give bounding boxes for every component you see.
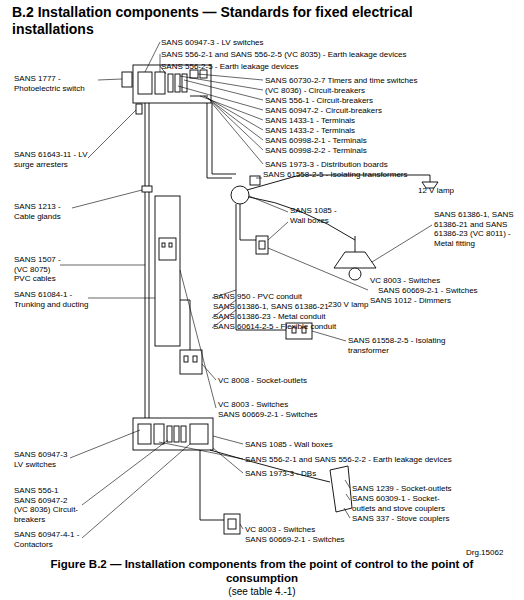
callout-label: SANS 1239 - Socket-outlets <box>352 484 452 494</box>
callout-label: 12 V lamp <box>418 186 454 196</box>
wall-box <box>231 186 249 204</box>
surge-arrester <box>136 104 142 114</box>
conduit <box>207 103 232 178</box>
callout-label: SANS 1777 - Photoelectric switch <box>14 74 104 93</box>
callout-label: SANS 556-2-1 and SANS 556-2-2 - Earth le… <box>245 455 452 465</box>
230v-lamp <box>349 268 361 280</box>
socket-pin <box>162 243 165 247</box>
time-switch <box>190 70 198 78</box>
socket-feed <box>180 300 190 350</box>
switch-rocker <box>228 519 236 529</box>
callout-label: Drg.15062 <box>466 548 503 558</box>
switch-box <box>224 514 240 534</box>
callout-label: SANS 61643-11 - LV surge arresters <box>14 150 90 169</box>
callout-label: (VC 8036) - Circuit-breakers <box>265 86 365 96</box>
switch-box <box>256 236 268 254</box>
callout-label: SANS 60947-3 - LV switches <box>161 38 264 48</box>
callout-label: SANS 1973-3 - DBs <box>245 469 316 479</box>
callout-label: SANS 60730-2-7 Timers and time switches <box>265 76 418 86</box>
photoelectric-switch <box>122 72 132 87</box>
circuit-breaker <box>168 74 173 92</box>
callout-label: SANS 1433-1 - Terminals <box>265 116 355 126</box>
conduit <box>212 103 236 174</box>
earth-leakage-unit <box>154 424 164 444</box>
callout-label: VC 8008 - Socket-outlets <box>218 376 307 386</box>
callout-label: SANS 60309-1 - Socket-outlets and stove … <box>352 494 448 513</box>
socket-pin <box>169 243 172 247</box>
callout-label: SANS 60669-2-1 - Switches <box>378 286 478 296</box>
callout-label: SANS 61084-1 - Trunking and ducting <box>14 290 92 309</box>
callout-label: SANS 1973-3 - Distribution boards <box>265 160 388 170</box>
lower-distribution-board <box>133 418 213 450</box>
main-switch <box>138 424 151 444</box>
callout-label: SANS 61558-2-5 - Isolating transformer <box>348 336 448 355</box>
figure-title: B.2 Installation components — Standards … <box>12 4 482 38</box>
callout-label: SANS 1507 - (VC 8075) PVC cables <box>14 255 66 284</box>
callout-label: SANS 60947-3 LV switches <box>14 450 72 469</box>
callout-label: SANS 61558-2-5 - Isolating transformers <box>263 170 408 180</box>
callout-label: VC 8003 - Switches <box>218 400 288 410</box>
callout-label: SANS 60947-4-1 - Contactors <box>14 530 84 549</box>
callout-label: SANS 60614-2-5 - Flexible conduit <box>213 322 336 332</box>
socket-pin <box>193 356 197 362</box>
callout-label: SANS 61386-1, SANS 61386-21 and SANS 613… <box>434 210 514 248</box>
supply-cable <box>145 103 146 418</box>
stove-coupler <box>330 466 352 512</box>
supply-cable <box>149 103 150 418</box>
callout-label: SANS 60669-2-1 - Switches <box>245 535 345 545</box>
switch-rocker <box>259 241 265 249</box>
cable-gland <box>142 186 152 192</box>
callout-label: 230 V lamp <box>328 300 368 310</box>
switch-drop <box>240 204 256 240</box>
switch-drop <box>200 450 224 520</box>
callout-label: SANS 556-2-1 and SANS 556-2-5 (VC 8035) … <box>161 50 406 60</box>
lamp-cable <box>249 197 355 240</box>
callout-label: SANS 60998-2-2 - Terminals <box>265 146 367 156</box>
callout-label: SANS 1433-2 - Terminals <box>265 126 355 136</box>
metal-fitting <box>334 252 376 268</box>
circuit-breaker <box>175 74 180 92</box>
main-switch <box>138 72 152 94</box>
lamp-drop <box>355 236 356 252</box>
callout-label: SANS 1085 - Wall boxes <box>245 440 333 450</box>
socket-pin <box>184 356 188 362</box>
callout-label: SANS 60947-2 - Circuit-breakers <box>265 106 382 116</box>
callout-label: VC 8003 - Switches <box>245 525 315 535</box>
callout-label: (see table 4.-1) <box>0 586 524 598</box>
callout-label: SANS 60998-2-1 - Terminals <box>265 136 367 146</box>
callout-label: SANS 1085 - Wall boxes <box>290 206 342 225</box>
contactor <box>190 424 208 444</box>
lamp-drop <box>430 175 431 182</box>
trunking-socket <box>159 238 176 260</box>
conduit <box>236 204 286 330</box>
circuit-breaker <box>174 426 179 442</box>
callout-label: SANS 950 - PVC conduit <box>213 292 302 302</box>
callout-label: SANS 556-2-5 - Earth leakage devices <box>161 62 298 72</box>
callout-label: SANS 1012 - Dimmers <box>370 296 451 306</box>
socket-outlet <box>180 350 202 374</box>
figure-caption: Figure B.2 — Installation components fro… <box>40 557 484 585</box>
callout-label: SANS 61386-1, SANS 61386-21 <box>213 302 329 312</box>
callout-label: SANS 61386-23 - Metal conduit <box>213 312 326 322</box>
callout-label: SANS 556-1 SANS 60947-2 (VC 8036) Circui… <box>14 486 82 524</box>
circuit-breaker <box>167 426 172 442</box>
callout-label: SANS 1213 - Cable glands <box>14 202 74 221</box>
circuit-breaker <box>181 426 186 442</box>
callout-label: SANS 337 - Stove couplers <box>352 514 449 524</box>
isolating-transformer <box>250 176 260 185</box>
terminal-strip <box>190 96 208 97</box>
earth-leakage-unit <box>155 72 165 94</box>
callout-label: SANS 556-1 - Circuit-breakers <box>265 96 373 106</box>
trunking <box>155 196 180 346</box>
callout-label: SANS 60669-2-1 - Switches <box>218 410 318 420</box>
callout-label: VC 8003 - Switches <box>370 276 440 286</box>
stove-cable <box>210 450 330 482</box>
